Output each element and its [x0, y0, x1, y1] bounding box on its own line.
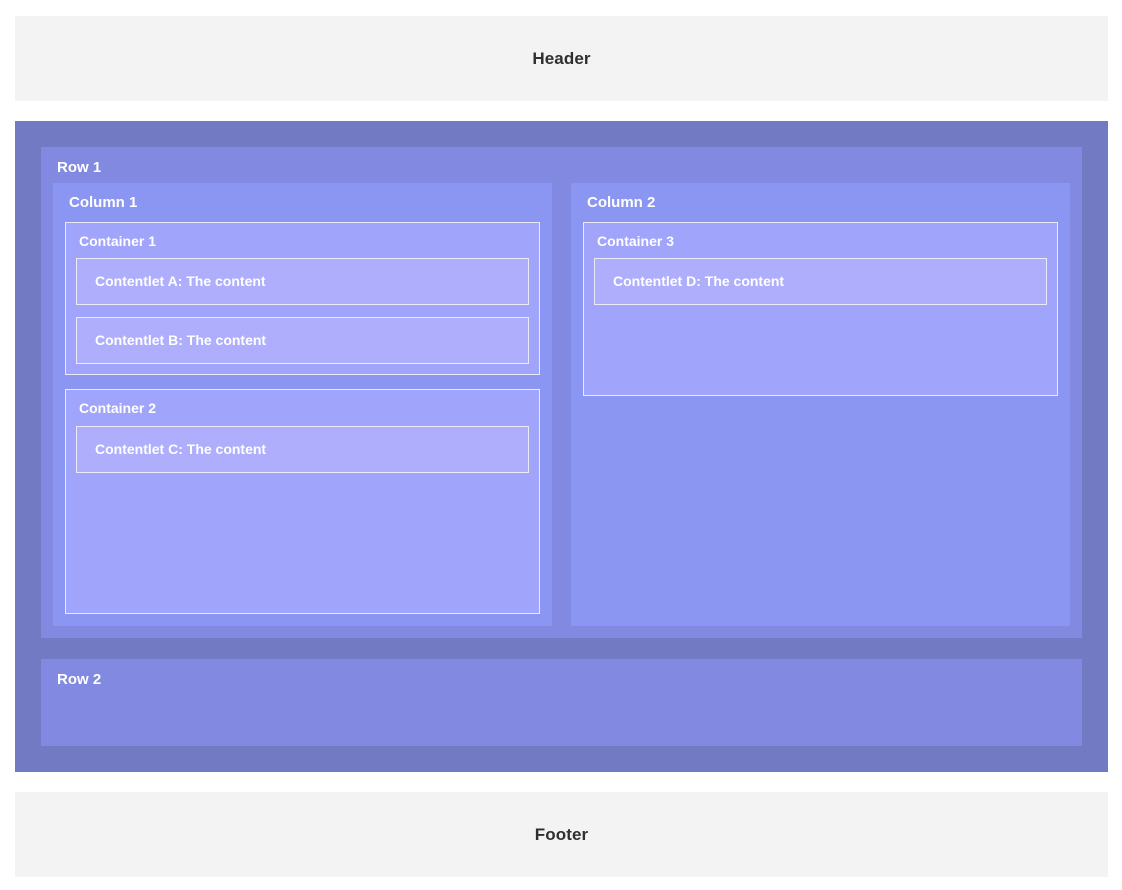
container-1-body: Contentlet A: The content Contentlet B: … [76, 258, 529, 365]
contentlet-b[interactable]: Contentlet B: The content [76, 317, 529, 365]
container-3-label: Container 3 [597, 233, 675, 249]
row-1-label: Row 1 [57, 159, 102, 176]
contentlet-d-label: Contentlet D: The content [613, 273, 785, 290]
contentlet-d[interactable]: Contentlet D: The content [594, 258, 1047, 306]
column-2-body: Container 3 Contentlet D: The content [583, 222, 1058, 614]
column-2-label: Column 2 [587, 193, 656, 211]
container-2-body: Contentlet C: The content [76, 425, 529, 473]
column-1-body: Container 1 Contentlet A: The content Co… [65, 222, 540, 614]
body-region: Row 1 Column 1 Container 1 Contentlet A:… [15, 121, 1108, 772]
column-2[interactable]: Column 2 Container 3 Contentlet D: The c… [571, 182, 1070, 626]
footer-label: Footer [534, 824, 589, 844]
row-2[interactable]: Row 2 [41, 659, 1082, 746]
row-2-label: Row 2 [57, 671, 102, 688]
container-1-label: Container 1 [79, 233, 157, 249]
column-1[interactable]: Column 1 Container 1 Contentlet A: The c… [53, 182, 552, 626]
footer-region: Footer [15, 792, 1108, 877]
container-2[interactable]: Container 2 Contentlet C: The content [65, 389, 540, 614]
container-3[interactable]: Container 3 Contentlet D: The content [583, 222, 1058, 396]
header-label: Header [532, 48, 591, 68]
contentlet-c-label: Contentlet C: The content [95, 440, 267, 457]
container-1[interactable]: Container 1 Contentlet A: The content Co… [65, 222, 540, 376]
contentlet-a[interactable]: Contentlet A: The content [76, 258, 529, 306]
contentlet-c[interactable]: Contentlet C: The content [76, 425, 529, 473]
container-3-body: Contentlet D: The content [594, 258, 1047, 306]
container-2-label: Container 2 [79, 400, 157, 417]
column-1-label: Column 1 [69, 193, 138, 211]
header-region: Header [15, 16, 1108, 101]
contentlet-b-label: Contentlet B: The content [95, 332, 267, 349]
row-1[interactable]: Row 1 Column 1 Container 1 Contentlet A:… [41, 147, 1082, 638]
row-1-columns: Column 1 Container 1 Contentlet A: The c… [53, 182, 1070, 626]
contentlet-a-label: Contentlet A: The content [95, 273, 266, 290]
